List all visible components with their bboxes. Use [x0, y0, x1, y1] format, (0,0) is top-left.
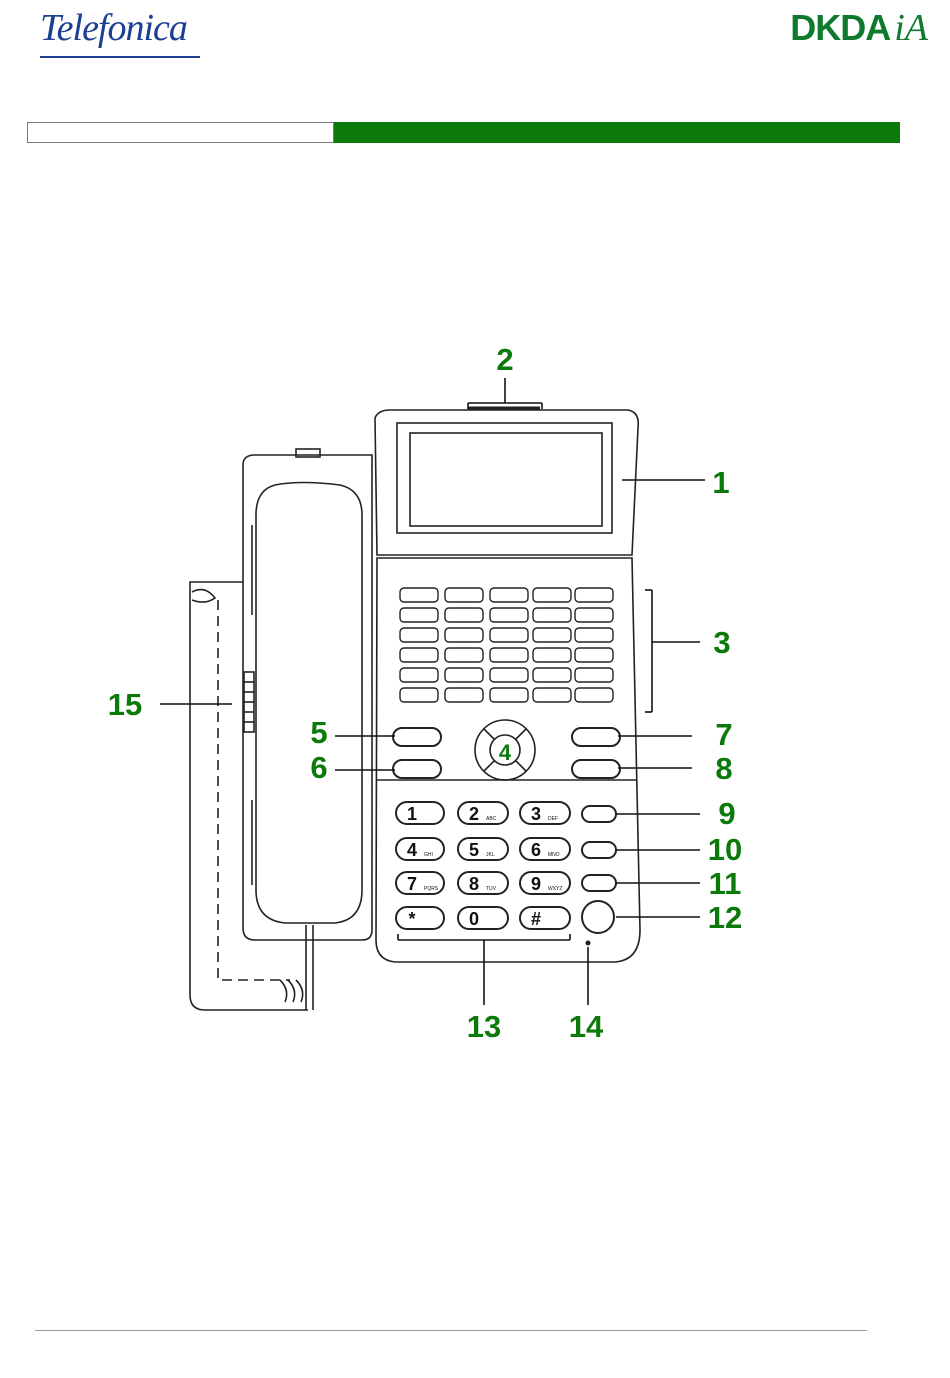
callout-15: 15: [108, 687, 142, 722]
key-letters: MNO: [548, 852, 560, 858]
key-letters: DEF: [548, 816, 558, 822]
function-key-9: [582, 806, 616, 822]
footer-rule: [35, 1330, 867, 1331]
callout-12: 12: [708, 900, 742, 935]
lcd-display-frame: [397, 423, 612, 533]
function-key-10: [582, 842, 616, 858]
key-letters: TUV: [486, 886, 497, 892]
key-letters: JKL: [486, 852, 495, 858]
key-letters: GHI: [424, 852, 433, 858]
callout-7: 7: [715, 717, 732, 752]
key-digit: 1: [407, 804, 417, 824]
key-digit: 8: [469, 874, 479, 894]
dkda-logo-text: DKDA: [790, 7, 890, 48]
callout-8: 8: [715, 751, 732, 786]
key-letters: WXYZ: [548, 886, 562, 892]
hold-key-12: [582, 901, 614, 933]
callout-2: 2: [496, 342, 513, 377]
key-digit: 5: [469, 840, 479, 860]
handset: [256, 483, 362, 924]
callout-13: 13: [467, 1009, 501, 1044]
key-digit: 3: [531, 804, 541, 824]
telefonica-logo-text: Telefonica: [40, 6, 187, 50]
callout-6: 6: [310, 750, 327, 785]
key-digit: 4: [407, 840, 417, 860]
callout-14: 14: [569, 1009, 604, 1044]
key-letters: PQRS: [424, 886, 439, 892]
header-bar-green-segment: [334, 122, 900, 143]
phone-cradle: [243, 455, 372, 940]
callout-4: 4: [499, 740, 512, 765]
dial-keypad: 1 2 3 4 5 6 7 8 9 * 0 # ABC DEF GHI JKL …: [396, 802, 570, 929]
key-digit: 6: [531, 840, 541, 860]
header-bar: [27, 122, 900, 143]
telefonica-logo: Telefonica: [40, 6, 205, 58]
key-digit: #: [531, 909, 541, 929]
key-digit: 0: [469, 909, 479, 929]
callout-1: 1: [712, 465, 729, 500]
function-key-5: [393, 728, 441, 746]
microphone-14: [586, 941, 591, 946]
header-bar-white-segment: [27, 122, 334, 143]
programmable-key-grid: [400, 588, 613, 702]
function-key-7: [572, 728, 620, 746]
function-key-6: [393, 760, 441, 778]
key-digit: 2: [469, 804, 479, 824]
dkda-logo-suffix: iA: [894, 7, 928, 49]
key-letters: ABC: [486, 816, 497, 822]
key-digit: 9: [531, 874, 541, 894]
callout-3: 3: [713, 625, 730, 660]
lcd-display-screen: [410, 433, 602, 526]
callout-11: 11: [709, 866, 742, 901]
callout-5: 5: [310, 715, 327, 750]
phone-diagram: 1 2 3 4 5 6 7 8 9 * 0 # ABC DEF GHI JKL …: [0, 330, 950, 1050]
function-key-8: [572, 760, 620, 778]
key-digit: *: [408, 909, 415, 929]
function-key-11: [582, 875, 616, 891]
handset-cord: [190, 582, 308, 1010]
callout-10: 10: [708, 832, 742, 867]
key-digit: 7: [407, 874, 417, 894]
telefonica-logo-underline: [40, 56, 200, 58]
callout-9: 9: [718, 796, 735, 831]
